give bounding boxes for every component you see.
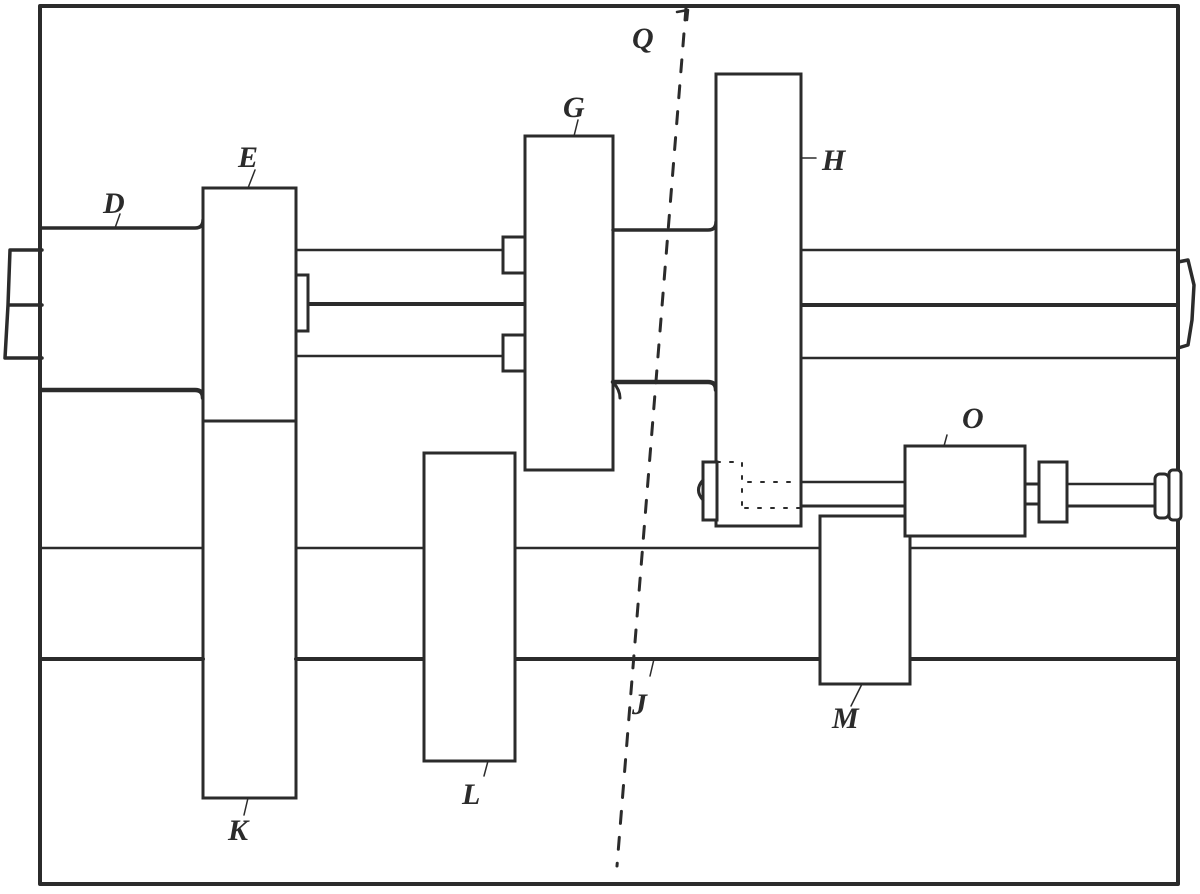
leader-J: [649, 658, 655, 677]
label-E: E: [237, 141, 258, 174]
collar-O: [1037, 460, 1069, 524]
right-shaft-break: [1176, 258, 1196, 350]
pulley-G: [523, 134, 615, 472]
hub-GH-bottom: [610, 379, 719, 393]
label-H: H: [821, 144, 847, 177]
hub-GH-top: [611, 220, 718, 232]
hub-D-top: [40, 218, 205, 230]
left-shaft-stub: [3, 248, 44, 360]
leader-E: [247, 169, 256, 189]
frame: [38, 4, 1180, 886]
knob-H-left: [697, 478, 705, 502]
pulley-H: [714, 72, 803, 528]
collar-G-lower: [501, 333, 527, 373]
block-M: [818, 514, 912, 686]
o-neck: [1023, 482, 1041, 506]
leader-M: [850, 683, 863, 707]
leader-O: [943, 434, 948, 447]
leader-G: [573, 119, 579, 137]
hidden-bearing-lines: [716, 461, 801, 509]
section-line-Q-arrow: [675, 8, 690, 22]
label-L: L: [461, 778, 480, 811]
label-D: D: [102, 187, 125, 220]
leader-D: [114, 213, 121, 229]
leader-L: [483, 760, 489, 777]
label-K: K: [227, 814, 250, 847]
rod-end-cap: [1153, 472, 1171, 520]
rod-end-knob: [1167, 468, 1183, 522]
collar-H-left: [701, 460, 719, 522]
pulley-L: [422, 451, 517, 763]
section-line-Q: [615, 6, 688, 868]
leader-K: [243, 797, 249, 816]
label-G: G: [563, 91, 585, 124]
label-Q: Q: [632, 22, 654, 55]
label-J: J: [631, 688, 648, 721]
hub-GH-fillet: [611, 380, 622, 400]
collar-E: [294, 273, 310, 333]
label-M: M: [831, 702, 860, 735]
collar-G-upper: [501, 235, 527, 275]
hub-D-bottom: [39, 387, 206, 401]
pulley-E-K: [201, 186, 298, 800]
box-O: [903, 444, 1027, 538]
label-O: O: [962, 402, 984, 435]
